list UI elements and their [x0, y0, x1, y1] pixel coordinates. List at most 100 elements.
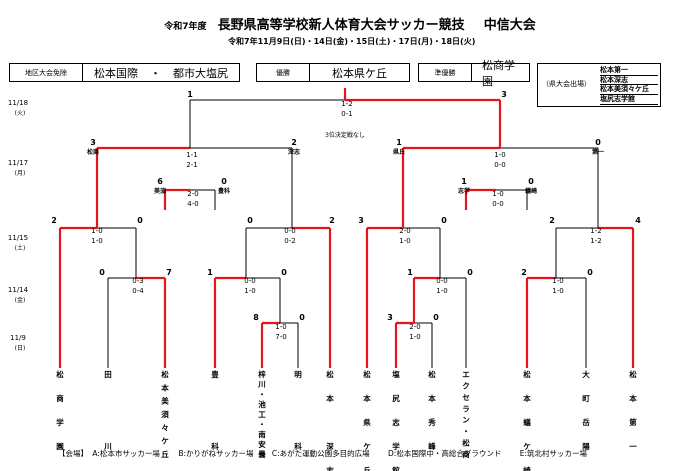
semi-left-half1: 1-1	[186, 151, 197, 159]
team-name: 大町岳陽	[582, 369, 590, 451]
title-region: 中信大会	[483, 18, 536, 33]
day-weekday: (土)	[15, 244, 26, 252]
prefectural-team: 塩尻志学館	[600, 95, 658, 105]
prefectural-box: （県大会出場） 松本第一 松本深志 松本美須々ケ丘 塩尻志学館	[537, 63, 661, 107]
third-right-right-name: 蟻崎	[525, 187, 537, 195]
third-right-half2: 0-0	[492, 200, 503, 208]
semi-left-half2: 2-1	[186, 161, 197, 169]
r1a-half1: 1-0	[275, 323, 286, 331]
qf2-left-score: 0	[247, 216, 253, 225]
r1a-right-score: 0	[299, 313, 305, 322]
third-right-left-name: 志学	[458, 187, 470, 195]
semi-right-half1: 1-0	[494, 151, 505, 159]
team-name: 明科	[294, 370, 302, 451]
third-left-half2: 4-0	[187, 200, 198, 208]
r2b-left-score: 1	[207, 268, 213, 277]
title-main: 長野県高等学校新人体育大会サッカー競技	[217, 18, 465, 33]
team-name: 松本県ケ丘	[362, 369, 371, 471]
team-name: 豊科	[211, 369, 219, 451]
exempt-team-2: 都市大塩尻	[173, 66, 228, 80]
qf3-left-score: 3	[358, 216, 364, 225]
venue-item: A:松本市サッカー場	[92, 449, 160, 458]
third-left-left-name: 美須	[153, 187, 167, 195]
team-name: 松本秀峰	[427, 369, 436, 451]
team-name: 田川	[103, 370, 112, 451]
r2c-half2: 1-0	[436, 287, 447, 295]
qf2-half1: 0-0	[284, 227, 295, 235]
venues-label: 【会場】	[58, 449, 88, 458]
exempt-team-1: 松本国際	[94, 66, 138, 80]
runner-up-label: 準優勝	[419, 64, 472, 81]
winner-team: 松本県ケ丘	[332, 66, 387, 80]
r1a-left-score: 8	[253, 313, 259, 322]
final-right-score: 3	[501, 90, 507, 99]
r1a-half2: 7-0	[275, 333, 286, 341]
qf3-right-score: 0	[441, 216, 447, 225]
third-left-right-score: 0	[221, 177, 227, 186]
third-left-half1: 2-0	[187, 190, 198, 198]
prefectural-team: 松本第一	[600, 66, 658, 76]
day-weekday: (月)	[15, 170, 26, 177]
qf2-half2: 0-2	[284, 237, 295, 245]
venue-item: B:かりがねサッカー場	[178, 449, 254, 458]
day-label: 11/15	[8, 234, 28, 242]
r2d-half2: 1-0	[552, 287, 563, 295]
r1b-right-score: 0	[433, 313, 439, 322]
page-title: 令和7年度 長野県高等学校新人体育大会サッカー競技 中信大会	[0, 14, 700, 33]
r2d-half1: 1-0	[552, 277, 563, 285]
day-weekday: (金)	[15, 296, 26, 304]
winner-box: 優勝 松本県ケ丘	[256, 63, 410, 82]
venue-item: C:あがた運動公園多目的広場	[271, 449, 370, 458]
semi-right-right-name: 第一	[591, 148, 604, 156]
day-label: 11/18	[8, 99, 28, 107]
semi-left-right-name: 深志	[288, 148, 300, 156]
team-name: 松本蟻ケ崎	[522, 369, 531, 471]
r2d-right-score: 0	[587, 268, 593, 277]
r2a-half1: 0-3	[132, 277, 143, 285]
r2a-right-score: 7	[166, 268, 172, 277]
semi-right-left-score: 1	[396, 138, 402, 147]
semi-right-left-name: 県丘	[393, 148, 405, 156]
semi-left-left-score: 3	[90, 138, 96, 147]
day-label: 11/14	[8, 286, 29, 294]
r1b-left-score: 3	[387, 313, 393, 322]
title-era: 令和7年度	[164, 22, 207, 32]
r1b-half1: 2-0	[409, 323, 420, 331]
third-right-left-score: 1	[461, 177, 467, 186]
day-label: 11/17	[8, 159, 28, 167]
venue-item: D:松本国際中・高総合グラウンド	[388, 449, 502, 458]
third-right-right-score: 0	[528, 177, 534, 186]
team-name: 松本深志	[325, 369, 334, 471]
qf1-half1: 1-0	[91, 227, 102, 235]
semi-right-right-score: 0	[595, 138, 601, 147]
final-half2: 0-1	[341, 110, 352, 118]
r2a-left-score: 0	[99, 268, 105, 277]
qf4-left-score: 2	[549, 216, 555, 225]
semi-right-half2: 0-0	[494, 161, 505, 169]
r2a-half2: 0-4	[132, 287, 144, 295]
prefectural-team: 松本美須々ケ丘	[600, 85, 658, 96]
venue-item: E:筑北村サッカー場	[519, 449, 587, 458]
r2b-half2: 1-0	[244, 287, 255, 295]
qf4-half1: 1-2	[590, 227, 601, 235]
qf1-half2: 1-0	[91, 237, 102, 245]
prefectural-team: 松本深志	[600, 76, 658, 86]
r2c-half1: 0-0	[436, 277, 447, 285]
winner-label: 優勝	[257, 64, 310, 81]
r2b-half1: 0-0	[244, 277, 255, 285]
prefectural-list: 松本第一 松本深志 松本美須々ケ丘 塩尻志学館	[600, 66, 658, 105]
third-left-right-name: 豊科	[218, 187, 230, 195]
day-weekday: (日)	[15, 345, 26, 352]
r2b-right-score: 0	[281, 268, 287, 277]
venue-footer: 【会場】 A:松本市サッカー場 B:かりがねサッカー場 C:あがた運動公園多目的…	[58, 448, 603, 459]
team-name: 松本美須々ケ丘	[160, 369, 169, 459]
qf3-half2: 1-0	[399, 237, 410, 245]
qf1-right-score: 0	[137, 216, 143, 225]
third-right-half1: 1-0	[492, 190, 503, 198]
final-half1: 1-2	[341, 100, 352, 108]
r2d-left-score: 2	[521, 268, 527, 277]
qf3-half1: 2-0	[399, 227, 410, 235]
team-name: エクセラン・松商	[462, 370, 470, 459]
r1b-half2: 1-0	[409, 333, 420, 341]
